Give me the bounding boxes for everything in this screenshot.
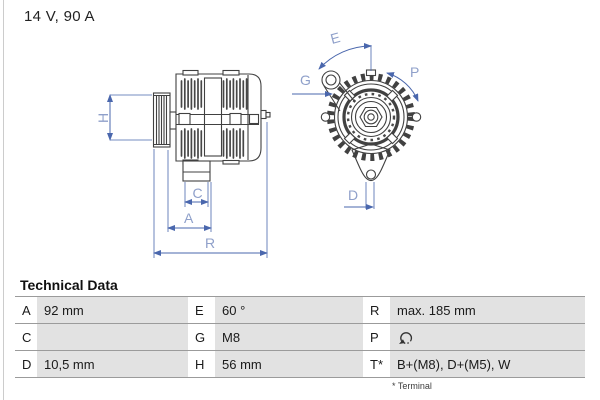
stator-section [203,77,223,157]
cell-value-h: 56 mm [215,351,363,377]
front-view-drawing: E G P D [292,29,422,210]
table-row: A 92 mm E 60 ° R max. 185 mm [15,297,585,324]
vent-slot-ring [327,73,415,161]
shaft-nut [359,106,383,128]
table-row: D 10,5 mm H 56 mm T* B+(M8), D+(M5), W [15,351,585,378]
terminal-footnote: * Terminal [392,381,432,391]
side-ear-left [320,112,331,122]
table-row: C G M8 P [15,324,585,351]
dimension-g: G [292,72,333,97]
cell-key-r: R [363,297,390,323]
cell-key-p: P [363,324,390,350]
dimension-r: R [153,122,268,258]
side-ear-right [411,112,422,122]
cell-key-t: T* [363,351,390,377]
dimension-h: H [95,94,152,141]
dimension-e-label: E [329,29,342,47]
page-title: 14 V, 90 A [24,8,95,25]
side-view-drawing: H C A R [95,69,271,258]
shaft-nub [169,111,177,130]
top-boss-front [182,69,199,76]
cell-value-a: 92 mm [37,297,188,323]
cooling-fins [180,77,248,159]
dimension-a-label: A [184,210,194,226]
terminal-stud [260,109,271,120]
through-bolt [176,112,260,126]
cell-key-c: C [15,324,37,350]
fan-ring [346,92,396,142]
top-boss-rear [222,69,240,76]
cell-key-h: H [188,351,215,377]
cell-key-a: A [15,297,37,323]
cell-value-c [37,324,188,350]
technical-drawings: H C A R [95,29,422,258]
cell-value-e: 60 ° [215,297,363,323]
cell-key-g: G [188,324,215,350]
dimension-a: A [167,150,212,232]
dimension-c: C [184,182,209,207]
housing-rings [333,79,409,155]
top-mounting-lug [321,70,356,112]
dimension-r-label: R [205,235,215,251]
dimension-g-label: G [300,72,311,88]
dimension-p-label: P [410,64,419,80]
dimension-d-label: D [348,187,358,203]
dimension-h-label: H [95,113,111,123]
dimension-p rotation-arrow: P [386,64,419,102]
cell-value-g: M8 [215,324,363,350]
dimension-d: D [344,182,375,210]
cell-key-e: E [188,297,215,323]
bottom-boss-rear [222,159,240,165]
technical-data-section: Technical Data A 92 mm E 60 ° R max. 185… [15,277,585,391]
mounting-foot [182,160,211,182]
cell-value-p [390,324,585,350]
cell-value-t: B+(M8), D+(M5), W [390,351,585,377]
dimension-e: E [318,29,372,71]
cell-key-d: D [15,351,37,377]
page-left-border [3,0,4,400]
cell-value-r: max. 185 mm [390,297,585,323]
rotation-direction-icon [399,331,413,344]
dimension-c-label: C [193,185,203,201]
pulley [152,92,177,148]
cell-value-d: 10,5 mm [37,351,188,377]
technical-data-heading: Technical Data [15,277,585,297]
